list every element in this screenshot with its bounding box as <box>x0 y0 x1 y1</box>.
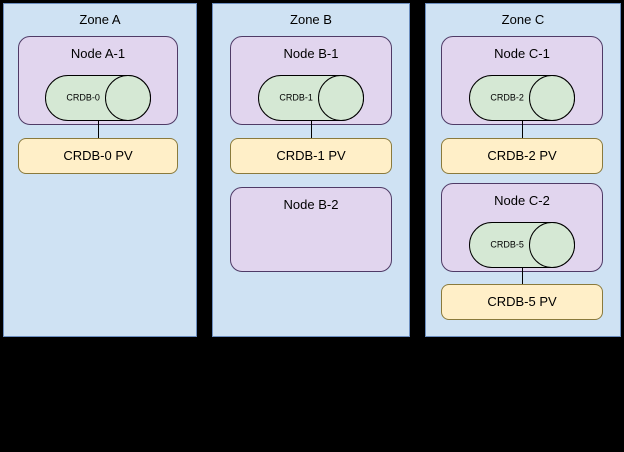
pv-label-crdb-0: CRDB-0 PV <box>63 148 133 163</box>
database-cylinder-crdb-2[interactable]: CRDB-2 <box>469 75 575 121</box>
pv-box-crdb-5[interactable]: CRDB-5 PV <box>441 284 603 320</box>
pv-box-crdb-1[interactable]: CRDB-1 PV <box>230 138 392 174</box>
database-label-crdb-2: CRDB-2 <box>490 92 524 103</box>
pv-label-crdb-5: CRDB-5 PV <box>487 294 557 309</box>
zone-title-b: Zone B <box>290 12 332 27</box>
pv-box-crdb-2[interactable]: CRDB-2 PV <box>441 138 603 174</box>
database-cylinder-crdb-0[interactable]: CRDB-0 <box>45 75 151 121</box>
pv-label-crdb-2: CRDB-2 PV <box>487 148 557 163</box>
node-title-b-1: Node B-1 <box>283 46 339 61</box>
connector-a-1 <box>98 121 99 138</box>
database-cylinder-crdb-1[interactable]: CRDB-1 <box>258 75 364 121</box>
node-title-b-2: Node B-2 <box>283 197 339 212</box>
database-label-crdb-5: CRDB-5 <box>490 239 524 250</box>
node-title-a-1: Node A-1 <box>70 46 126 61</box>
node-title-c-2: Node C-2 <box>494 193 550 208</box>
pv-box-crdb-0[interactable]: CRDB-0 PV <box>18 138 178 174</box>
node-box-b-2[interactable]: Node B-2 <box>230 187 392 272</box>
database-label-crdb-1: CRDB-1 <box>279 92 313 103</box>
connector-c-1 <box>522 121 523 138</box>
connector-b-1 <box>311 121 312 138</box>
zone-title-c: Zone C <box>501 12 545 27</box>
zone-title-a: Zone A <box>79 12 121 27</box>
connector-c-2 <box>522 268 523 284</box>
node-title-c-1: Node C-1 <box>494 46 550 61</box>
database-label-crdb-0: CRDB-0 <box>66 92 100 103</box>
pv-label-crdb-1: CRDB-1 PV <box>276 148 346 163</box>
database-cylinder-crdb-5[interactable]: CRDB-5 <box>469 222 575 268</box>
